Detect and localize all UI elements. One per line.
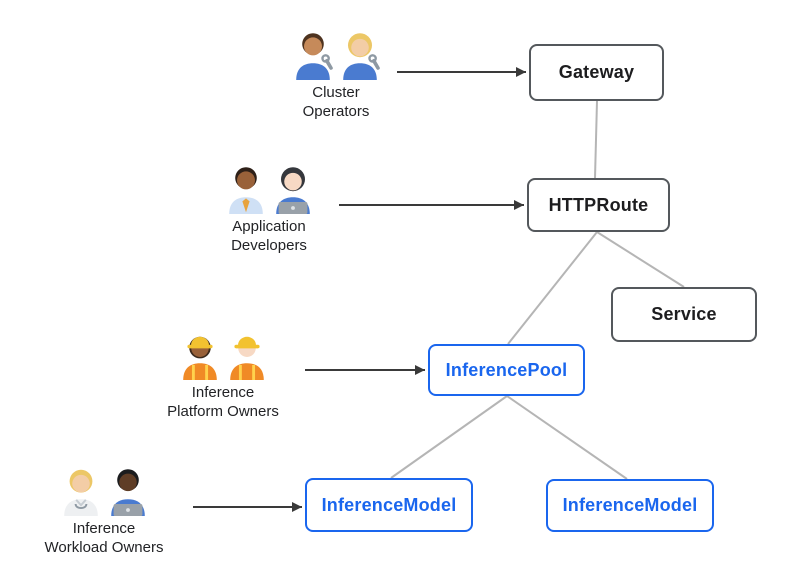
man-technologist-emoji-icon xyxy=(110,469,145,516)
actor-inference-platform-owners: Inference Platform Owners xyxy=(138,330,308,421)
woman-technologist-emoji-icon xyxy=(275,167,310,214)
actor-label-line: Operators xyxy=(302,103,370,120)
node-service: Service xyxy=(611,287,757,342)
health-worker-emoji-icon xyxy=(63,469,98,516)
node-label: Gateway xyxy=(558,62,635,82)
node-label: InferencePool xyxy=(445,359,568,380)
node-inferencepool: InferencePool xyxy=(428,344,585,396)
edge-inferencepool-inferencemodel-left xyxy=(390,395,508,479)
node-inferencemodel-left: InferenceModel xyxy=(305,478,473,532)
inference-platform-owners-emojis xyxy=(138,330,308,380)
actor-label-line: Inference xyxy=(191,384,255,401)
edge-gateway-httproute xyxy=(594,100,598,179)
actor-application-developers: Application Developers xyxy=(184,164,354,255)
man-mechanic-emoji-icon xyxy=(295,33,333,80)
node-gateway: Gateway xyxy=(529,44,664,101)
node-label: InferenceModel xyxy=(321,494,457,515)
woman-mechanic-emoji-icon xyxy=(342,33,380,80)
cluster-operators-emojis xyxy=(251,30,421,80)
actor-inference-workload-owners: Inference Workload Owners xyxy=(19,466,189,557)
node-label: InferenceModel xyxy=(562,495,698,515)
application-developers-emojis xyxy=(184,164,354,214)
node-inferencemodel-right: InferenceModel xyxy=(546,479,714,532)
actor-label-line: Workload Owners xyxy=(44,539,164,556)
node-label: HTTPRoute xyxy=(548,194,649,215)
actor-label-line: Application xyxy=(232,218,306,235)
man-office-worker-emoji-icon xyxy=(228,167,263,214)
edge-httproute-inferencepool xyxy=(507,231,598,345)
actor-label-line: Inference xyxy=(72,520,136,537)
edge-inferencepool-inferencemodel-right xyxy=(506,395,628,480)
edge-httproute-service xyxy=(596,231,685,288)
hierarchy-edges xyxy=(390,100,685,480)
inference-workload-owners-emojis xyxy=(19,466,189,516)
node-httproute: HTTPRoute xyxy=(527,178,670,232)
actor-label-line: Developers xyxy=(231,237,307,254)
application-developers-label: Application Developers xyxy=(184,217,354,255)
man-construction-worker-emoji-icon xyxy=(229,336,264,380)
woman-construction-worker-emoji-icon xyxy=(182,336,217,380)
actor-cluster-operators: Cluster Operators xyxy=(251,30,421,121)
node-label: Service xyxy=(651,304,717,324)
actor-label-line: Cluster xyxy=(312,84,360,101)
actor-arrows xyxy=(193,67,526,512)
actor-label-line: Platform Owners xyxy=(167,403,279,420)
inference-platform-owners-label: Inference Platform Owners xyxy=(138,383,308,421)
inference-workload-owners-label: Inference Workload Owners xyxy=(19,519,189,557)
cluster-operators-label: Cluster Operators xyxy=(251,83,421,121)
